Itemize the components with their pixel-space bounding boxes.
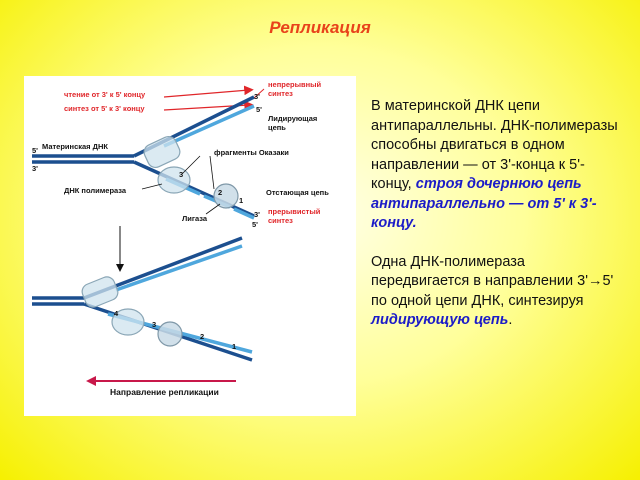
parent-dna-label: Материнская ДНК <box>42 142 108 151</box>
okazaki-pointer-2 <box>209 155 215 190</box>
leading-end-5-label: 5' <box>256 105 262 114</box>
page-title: Репликация <box>269 18 371 37</box>
lower-leading-daughter <box>115 244 243 292</box>
ligase-pointer <box>205 203 221 215</box>
lower-fragment-number-2: 2 <box>200 332 205 341</box>
lagging-end-3-label: 3' <box>254 210 260 219</box>
discontinuous-synthesis-label: прерывистый синтез <box>268 207 321 225</box>
dna-polymerase-label: ДНК полимераза <box>64 186 127 195</box>
read-direction-label: чтение от 3' к 5' концу <box>64 90 146 99</box>
leading-end-3-label: 3' <box>254 92 260 101</box>
description-paragraph-2: Одна ДНК-полимераза передвигается в напр… <box>371 253 621 331</box>
leading-daughter-strand <box>163 104 255 148</box>
description-paragraph-1: В материнской ДНК цепи антипараллельны. … <box>371 97 621 234</box>
parent-end-3-label: 3' <box>32 164 38 173</box>
ligase-label: Лигаза <box>182 214 208 223</box>
replication-direction-label: Направление репликации <box>110 387 219 397</box>
continuous-synthesis-pointer <box>253 88 265 99</box>
lower-fragment-number-3: 3 <box>152 320 157 329</box>
ligase-sphere <box>213 183 239 209</box>
description-p2-emphasis: лидирующую цепь <box>371 312 509 328</box>
parent-end-5-label: 5' <box>32 146 38 155</box>
polymerase-pointer <box>141 183 163 190</box>
okazaki-fragments-label: фрагменты Оказаки <box>214 148 289 157</box>
lower-fragment-number-1: 1 <box>232 342 237 351</box>
dna-polymerase-lower <box>81 276 119 308</box>
lagging-template-strand <box>133 160 255 218</box>
continuous-synthesis-label: непрерывный синтез <box>268 80 322 98</box>
fragment-number-3: 3 <box>179 170 184 179</box>
okazaki-fragment-1 <box>233 207 255 220</box>
description-p2-text: Одна ДНК-полимераза передвигается в напр… <box>371 253 614 309</box>
fragment-number-2: 2 <box>218 188 223 197</box>
read-direction-arrow <box>163 85 254 98</box>
description-p1-emphasis: строя дочернюю цепь антипараллельно — от… <box>371 176 597 231</box>
fragment-number-1: 1 <box>239 196 244 205</box>
lagging-strand-label: Отстающая цепь <box>266 188 329 197</box>
replication-diagram-graphic <box>32 85 265 386</box>
description-p1-text: В материнской ДНК цепи антипараллельны. … <box>371 98 618 192</box>
description-p2-end: . <box>508 312 513 328</box>
lagging-end-5-label: 5' <box>252 220 258 229</box>
replication-diagram: чтение от 3' к 5' концу синтез от 5' к 3… <box>24 76 356 416</box>
dna-polymerase-lower-lagging <box>111 308 145 336</box>
okazaki-pointer-1 <box>181 155 201 175</box>
description: В материнской ДНК цепи антипараллельны. … <box>371 97 621 331</box>
synthesis-direction-label: синтез от 5' к 3' концу <box>64 104 145 113</box>
replication-direction-arrow-head <box>86 376 96 386</box>
lower-fragment-number-4: 4 <box>114 309 119 318</box>
dna-polymerase-upper <box>143 135 181 169</box>
leading-strand-label: Лидирующая цепь <box>268 114 318 132</box>
transition-arrow-head <box>116 264 124 272</box>
lower-ligase-sphere <box>157 321 183 347</box>
